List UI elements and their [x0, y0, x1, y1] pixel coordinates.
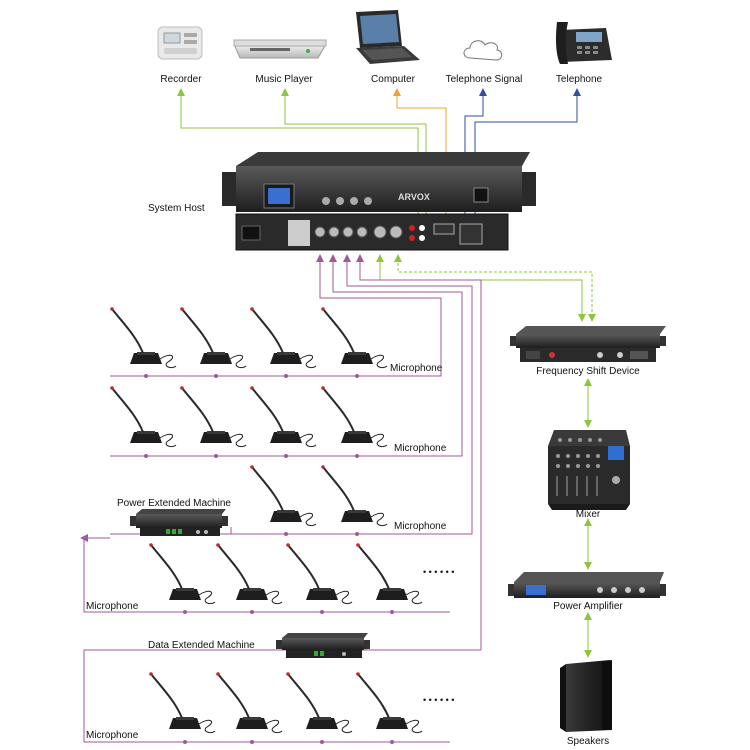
host-to-frequency-shift-connection: [376, 254, 596, 322]
source-label-telephone-signal: Telephone Signal: [446, 74, 523, 85]
frequency-shift-device-label: Frequency Shift Device: [536, 366, 640, 377]
power-extended-machine-device: [130, 509, 228, 536]
conference-microphone: [216, 672, 283, 734]
power-extended-machine-label: Power Extended Machine: [117, 498, 231, 509]
microphone-label-row-5: Microphone: [86, 730, 139, 741]
laptop-icon: [356, 10, 420, 64]
system-host-rear: [235, 213, 509, 251]
speakers-label: Speakers: [567, 736, 609, 747]
ellipsis-row-4: • • • • • •: [423, 567, 454, 577]
conference-microphone: [321, 386, 388, 448]
source-label-computer: Computer: [371, 74, 416, 85]
mixer-label: Mixer: [576, 509, 601, 520]
data-extended-machine-label: Data Extended Machine: [148, 640, 255, 651]
source-label-telephone: Telephone: [556, 74, 603, 85]
conference-microphone: [356, 543, 423, 605]
host-brand: ARVOX: [398, 192, 430, 202]
microphone-label-row-1: Microphone: [390, 363, 443, 374]
mixer-device: [548, 430, 630, 510]
data-extended-machine-device: [276, 633, 370, 658]
conference-microphone: [149, 543, 216, 605]
conference-microphone: [110, 307, 177, 369]
conference-microphone: [149, 672, 216, 734]
chain-connections: [584, 378, 592, 658]
cloud-icon: [463, 40, 503, 61]
conference-microphone: [180, 307, 247, 369]
conference-microphone: [250, 307, 317, 369]
system-host-label: System Host: [148, 203, 205, 214]
conference-microphone: [216, 543, 283, 605]
conference-microphone: [250, 465, 317, 527]
microphone-tap-points: [144, 374, 394, 744]
conference-microphone: [321, 465, 388, 527]
speaker-device: [560, 660, 612, 732]
conference-microphone: [180, 386, 247, 448]
conference-microphone: [321, 307, 388, 369]
microphone-bus-arrowheads: [80, 254, 364, 542]
microphone-label-row-3: Microphone: [394, 521, 447, 532]
conference-microphone: [250, 386, 317, 448]
source-label-recorder: Recorder: [160, 74, 202, 85]
conference-microphone: [356, 672, 423, 734]
conference-microphone: [286, 672, 353, 734]
conference-microphone: [110, 386, 177, 448]
microphone-label-row-4: Microphone: [86, 601, 139, 612]
microphone-label-row-2: Microphone: [394, 443, 447, 454]
ellipsis-row-5: • • • • • •: [423, 695, 454, 705]
power-amplifier-device: [508, 572, 666, 598]
telephone-icon: [556, 22, 612, 64]
microphone-layer: [110, 307, 423, 734]
frequency-shift-device: [510, 326, 666, 362]
power-amplifier-label: Power Amplifier: [553, 601, 623, 612]
conference-microphone: [286, 543, 353, 605]
music-player-icon: [233, 39, 327, 59]
source-label-music-player: Music Player: [255, 74, 313, 85]
system-host-front: [222, 152, 536, 212]
recorder-icon: [157, 26, 203, 60]
